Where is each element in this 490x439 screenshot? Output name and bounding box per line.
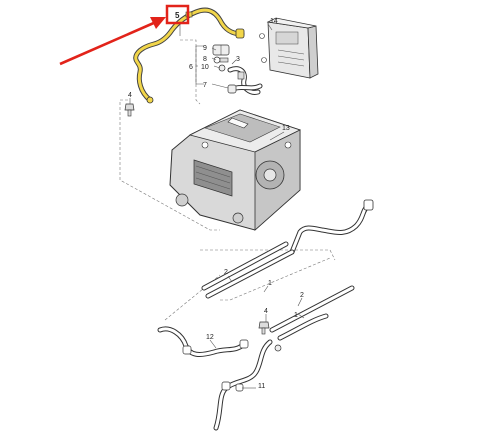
callout-4-lower: 4 <box>264 308 268 315</box>
leader-lines <box>129 22 305 389</box>
callout-12: 12 <box>206 334 214 341</box>
coolant-hose-upper-right[interactable] <box>289 199 374 255</box>
red-pointer-arrow <box>59 20 157 66</box>
bolt-part-4-top[interactable] <box>124 103 135 117</box>
coolant-pipe-highlighted[interactable] <box>133 7 245 104</box>
bolt-part-4-lower[interactable] <box>258 321 270 335</box>
callout-8: 8 <box>203 56 207 63</box>
callout-13: 13 <box>282 125 290 132</box>
callout-1-lower: 1 <box>294 312 298 319</box>
callout-10: 10 <box>201 64 209 71</box>
control-unit-part-14[interactable] <box>259 17 319 79</box>
coolant-hose-part-12[interactable] <box>157 326 249 357</box>
drive-motor-part-13[interactable] <box>169 109 302 231</box>
callout-14: 14 <box>270 18 278 25</box>
coolant-hose-part-11[interactable] <box>213 339 273 431</box>
callout-7: 7 <box>203 82 207 89</box>
callout-11: 11 <box>258 383 265 390</box>
coolant-pipe-pair-upper[interactable] <box>201 241 295 299</box>
callout-4-top: 4 <box>128 92 132 99</box>
red-arrowhead-icon <box>150 17 166 29</box>
hose-clamp[interactable] <box>274 344 282 352</box>
callout-1-upper: 1 <box>268 280 272 287</box>
callout-3: 3 <box>236 56 240 63</box>
fittings-cluster[interactable] <box>212 44 263 95</box>
callout-9: 9 <box>203 45 207 52</box>
callout-highlight-box <box>165 4 190 25</box>
coolant-pipe-pair-lower[interactable] <box>269 285 355 341</box>
callout-6: 6 <box>189 64 193 71</box>
callout-2-upper: 2 <box>224 269 228 276</box>
callout-2-lower: 2 <box>300 292 304 299</box>
callout-5: 5 <box>175 11 180 20</box>
callout-labels: 5 14 9 8 10 6 3 7 4 13 2 1 2 1 4 12 11 <box>128 11 304 390</box>
red-highlight-callout <box>59 4 190 66</box>
